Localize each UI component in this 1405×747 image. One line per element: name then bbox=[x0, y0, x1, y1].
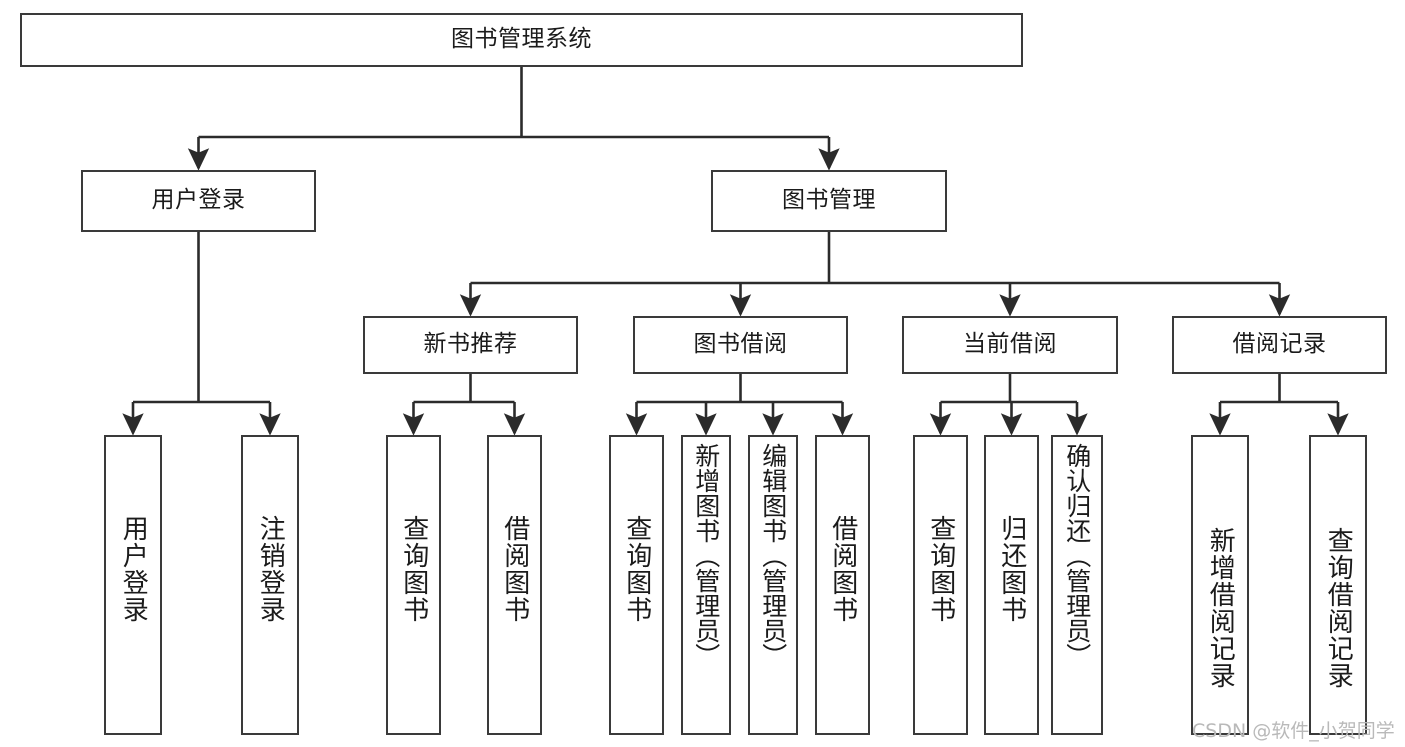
node-label: 图书管理系统 bbox=[451, 26, 592, 53]
node-label: 借阅图书 bbox=[499, 515, 530, 623]
node-label: 查询图书 bbox=[925, 515, 956, 623]
node-leaf-borrow-book-1[interactable]: 借阅图书 bbox=[487, 435, 542, 735]
node-leaf-query-record[interactable]: 查询借阅记录 bbox=[1309, 435, 1367, 735]
node-label: 新增图书（管理员） bbox=[691, 443, 721, 668]
node-root[interactable]: 图书管理系统 bbox=[20, 13, 1023, 67]
node-label: 查询图书 bbox=[398, 515, 429, 623]
node-label: 用户登录 bbox=[151, 187, 246, 214]
node-label: 新书推荐 bbox=[423, 331, 518, 358]
node-label: 新增借阅记录 bbox=[1205, 527, 1236, 689]
node-label: 图书管理 bbox=[782, 187, 876, 214]
edge-paths bbox=[122, 67, 1349, 436]
node-leaf-user-login[interactable]: 用户登录 bbox=[104, 435, 162, 735]
node-label: 借阅图书 bbox=[827, 515, 858, 623]
node-label: 归还图书 bbox=[996, 515, 1027, 623]
node-leaf-query-book-2[interactable]: 查询图书 bbox=[609, 435, 664, 735]
node-borrow-record[interactable]: 借阅记录 bbox=[1172, 316, 1387, 374]
node-leaf-edit-book[interactable]: 编辑图书（管理员） bbox=[748, 435, 798, 735]
node-label: 图书借阅 bbox=[693, 331, 788, 358]
node-leaf-borrow-book-2[interactable]: 借阅图书 bbox=[815, 435, 870, 735]
node-label: 借阅记录 bbox=[1232, 331, 1327, 358]
node-label: 编辑图书（管理员） bbox=[758, 443, 788, 668]
node-leaf-query-book-1[interactable]: 查询图书 bbox=[386, 435, 441, 735]
watermark-label: CSDN @软件_小贺同学 bbox=[1192, 720, 1395, 742]
node-label: 用户登录 bbox=[118, 515, 149, 623]
node-label: 注销登录 bbox=[255, 515, 286, 623]
node-user-login[interactable]: 用户登录 bbox=[81, 170, 316, 232]
node-new-book-rec[interactable]: 新书推荐 bbox=[363, 316, 578, 374]
node-leaf-add-book[interactable]: 新增图书（管理员） bbox=[681, 435, 731, 735]
node-label: 确认归还（管理员） bbox=[1062, 443, 1092, 668]
node-book-manage[interactable]: 图书管理 bbox=[711, 170, 947, 232]
node-current-borrow[interactable]: 当前借阅 bbox=[902, 316, 1118, 374]
node-leaf-return-book[interactable]: 归还图书 bbox=[984, 435, 1039, 735]
node-label: 查询借阅记录 bbox=[1323, 527, 1354, 689]
node-label: 查询图书 bbox=[621, 515, 652, 623]
node-leaf-query-book-3[interactable]: 查询图书 bbox=[913, 435, 968, 735]
node-leaf-confirm-return[interactable]: 确认归还（管理员） bbox=[1051, 435, 1103, 735]
node-label: 当前借阅 bbox=[963, 331, 1057, 358]
node-leaf-add-record[interactable]: 新增借阅记录 bbox=[1191, 435, 1249, 735]
node-book-borrow[interactable]: 图书借阅 bbox=[633, 316, 848, 374]
node-leaf-user-logout[interactable]: 注销登录 bbox=[241, 435, 299, 735]
